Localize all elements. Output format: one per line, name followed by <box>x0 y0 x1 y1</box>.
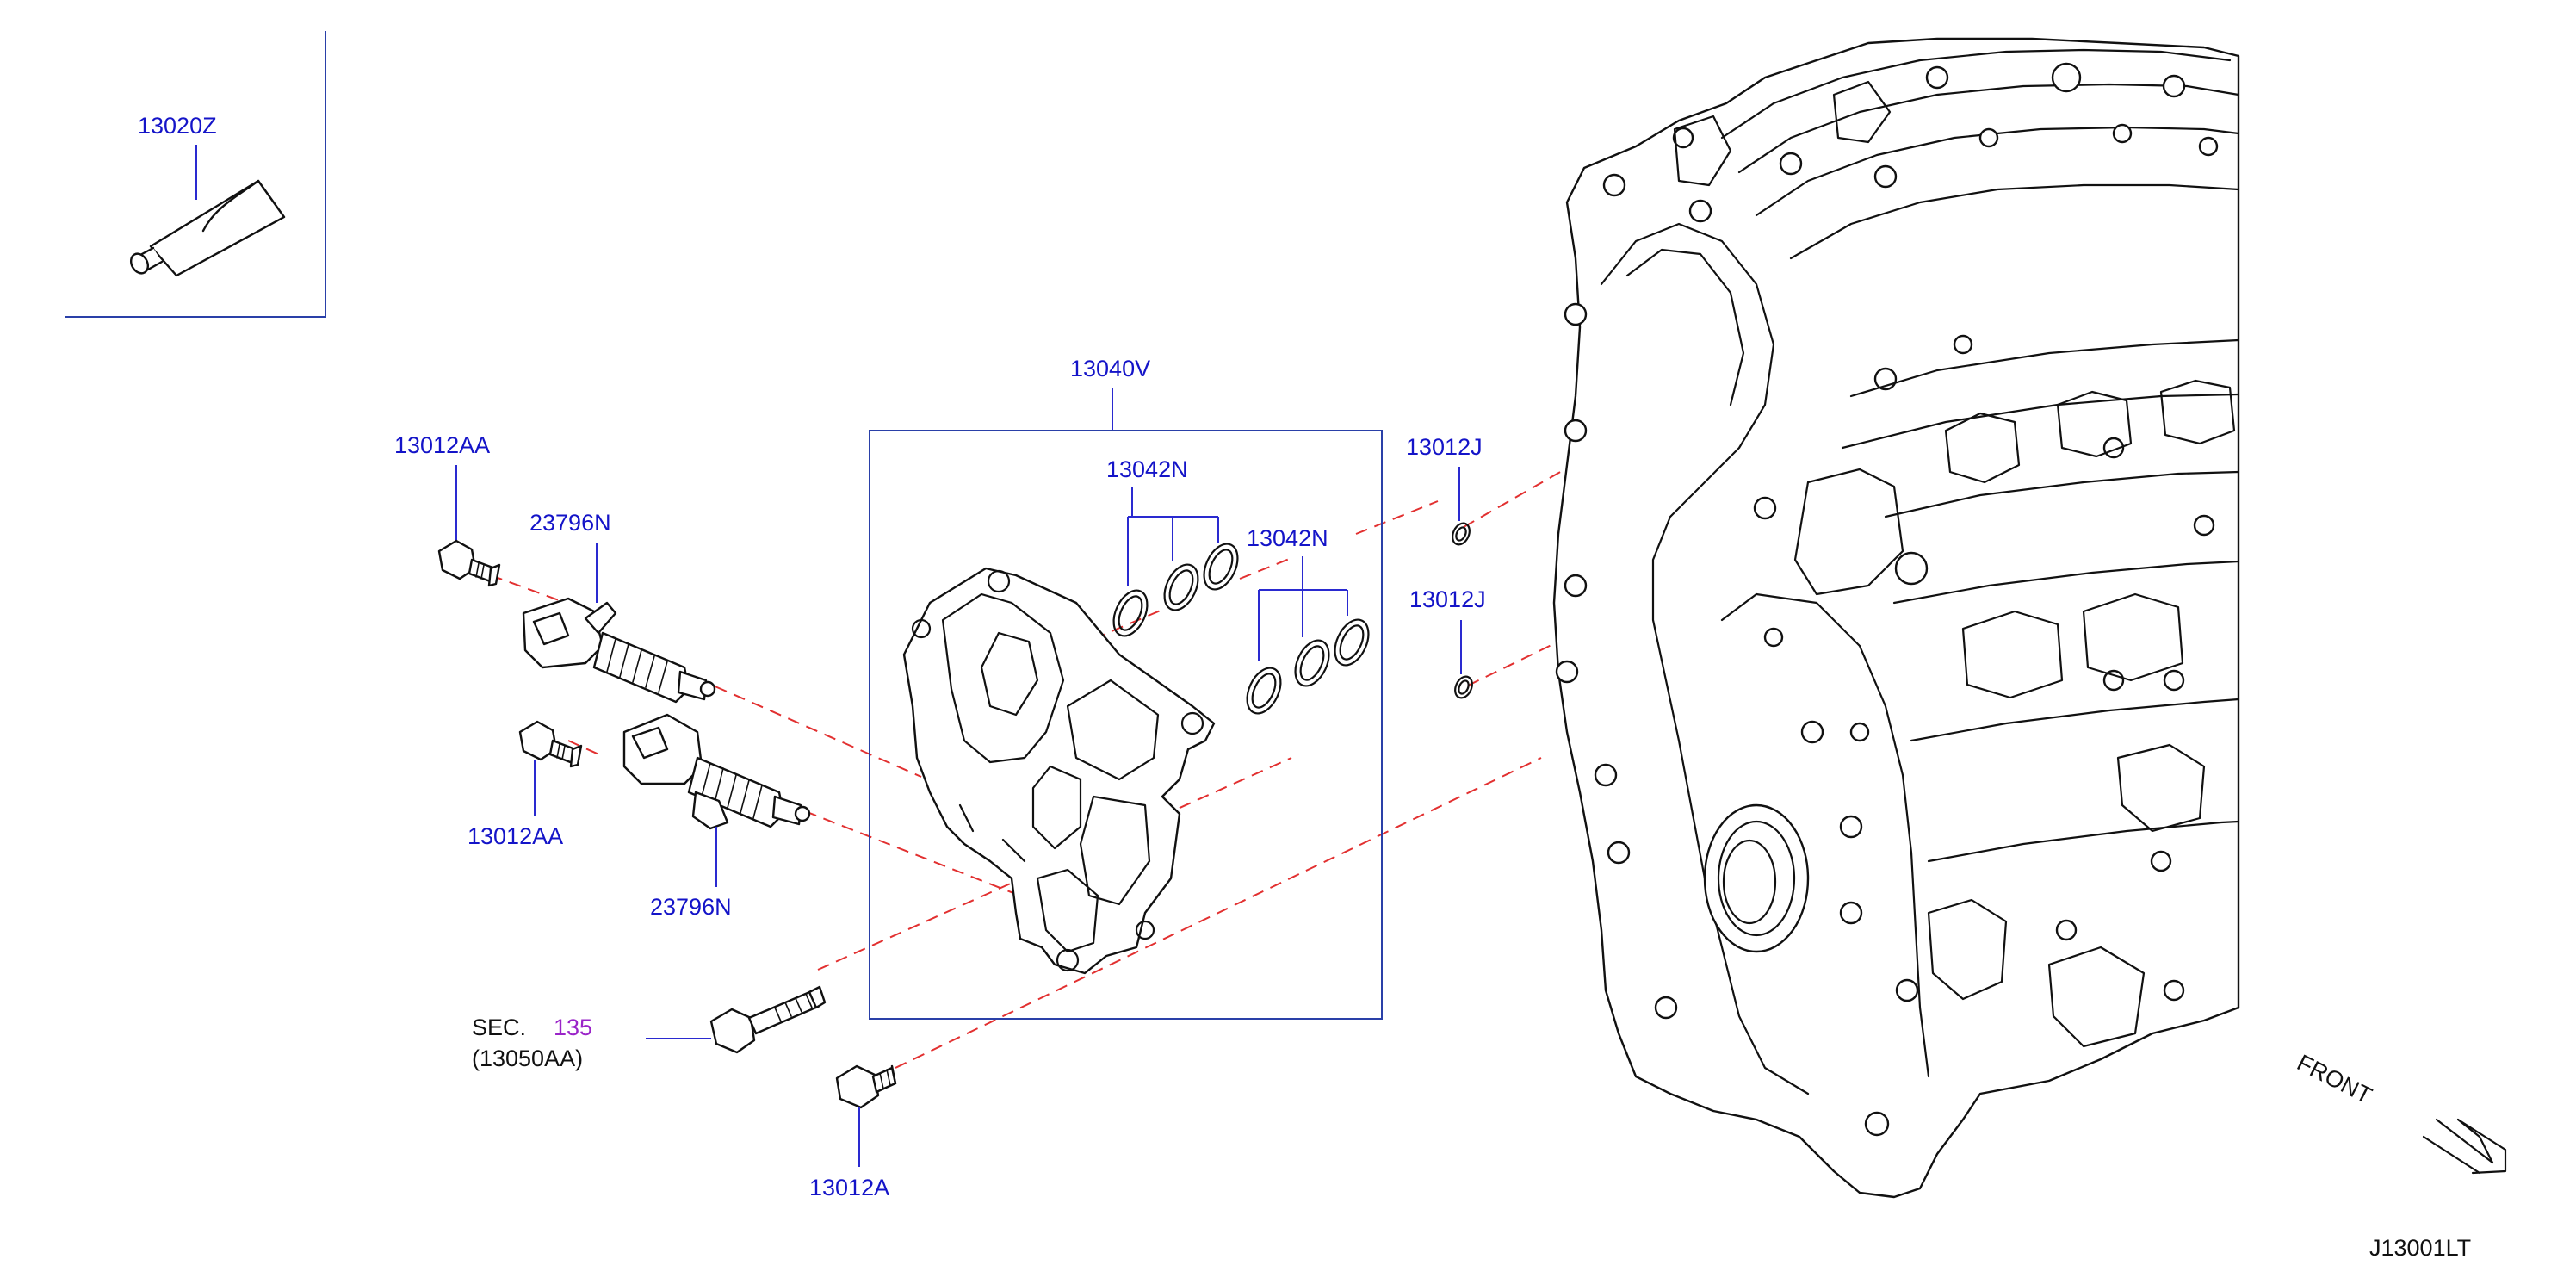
sealant-tube-icon <box>129 179 286 277</box>
front-label: FRONT <box>2293 1050 2375 1109</box>
cover-assembly-group: 13040V 13042N 13042N <box>869 356 1383 1020</box>
callout-13012AA-bottom[interactable]: 13012AA <box>468 823 563 849</box>
sec-number-link[interactable]: 135 <box>554 1014 592 1040</box>
engine-block-icon <box>1552 37 2240 1199</box>
arrow-down-right-icon <box>2422 1118 2507 1175</box>
small-oring-icon <box>1452 522 1471 546</box>
callout-23796N-bottom[interactable]: 23796N <box>650 894 732 920</box>
oring-13012J-bottom: 13012J <box>1409 586 1486 699</box>
bolt-13012AA-bottom: 13012AA <box>468 720 583 849</box>
sec-prefix: SEC. <box>472 1014 526 1040</box>
bolt-icon <box>437 539 501 587</box>
callout-13012AA-top[interactable]: 13012AA <box>394 432 490 458</box>
callout-13042N-a[interactable]: 13042N <box>1106 456 1188 482</box>
sealant-inset: 13020Z <box>65 31 326 318</box>
callout-13040V[interactable]: 13040V <box>1070 356 1150 382</box>
bolt-13012AA-top: 13012AA <box>394 432 501 587</box>
long-bolt-icon <box>709 985 827 1054</box>
valve-23796N-bottom: 23796N <box>622 713 811 920</box>
oring-13012J-top: 13012J <box>1406 434 1483 546</box>
diagram-ref-code: J13001LT <box>2369 1235 2471 1261</box>
callout-13020Z[interactable]: 13020Z <box>138 113 217 139</box>
cover-assembly-frame <box>869 430 1383 1020</box>
callout-13012J-bottom[interactable]: 13012J <box>1409 586 1486 612</box>
oring-icon <box>1112 543 1239 637</box>
valve-23796N-top: 23796N <box>522 510 716 704</box>
callout-13042N-b[interactable]: 13042N <box>1247 525 1328 551</box>
section-ref-135: SEC. 135 (13050AA) <box>472 985 827 1071</box>
front-direction-indicator: FRONT <box>2293 1050 2507 1175</box>
callout-23796N-top[interactable]: 23796N <box>529 510 611 536</box>
sec-part-number: (13050AA) <box>472 1045 583 1071</box>
bolt-icon <box>835 1064 897 1109</box>
inset-frame <box>65 31 326 318</box>
small-oring-icon <box>1454 675 1473 699</box>
callout-13012J-top[interactable]: 13012J <box>1406 434 1483 460</box>
timing-cover-icon <box>902 567 1216 975</box>
solenoid-valve-icon <box>622 713 811 830</box>
callout-13012A[interactable]: 13012A <box>809 1175 889 1200</box>
bolt-heads <box>1555 62 2219 1137</box>
bolt-13012A: 13012A <box>809 1064 897 1200</box>
bolt-icon <box>518 720 583 768</box>
oring-icon <box>1246 618 1370 715</box>
solenoid-valve-icon <box>522 597 716 704</box>
crankshaft-seal-icon <box>1703 803 1810 953</box>
